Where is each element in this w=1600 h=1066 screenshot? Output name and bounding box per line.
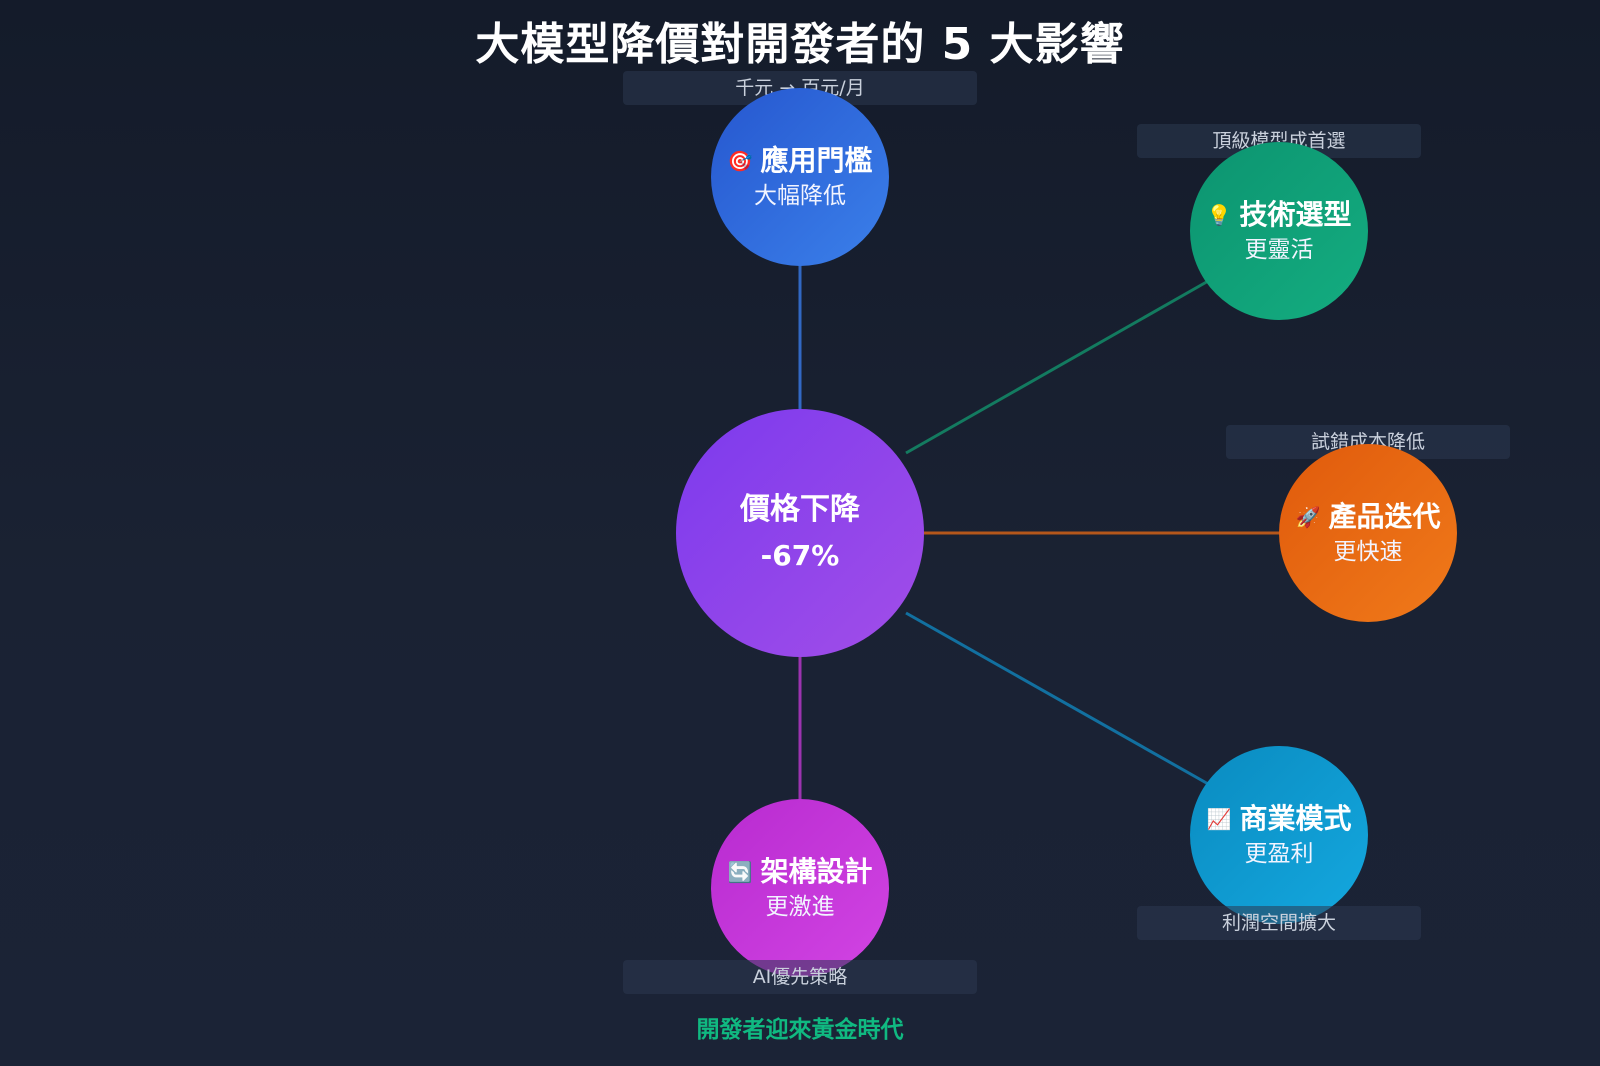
node-iteration-sub: 更快速 bbox=[1333, 539, 1403, 565]
tag-architecture: AI優先策略 bbox=[623, 960, 977, 994]
node-selection-sub: 更靈活 bbox=[1244, 237, 1314, 263]
rocket-icon: 🚀 bbox=[1295, 505, 1321, 529]
lightbulb-icon: 💡 bbox=[1206, 203, 1232, 227]
center-value: -67% bbox=[760, 539, 840, 572]
node-business: 📈 商業模式 更盈利 bbox=[1190, 746, 1368, 924]
node-architecture: 🔄 架構設計 更激進 bbox=[711, 799, 889, 977]
footer-tagline: 開發者迎來黃金時代 bbox=[696, 1017, 904, 1043]
center-node: 價格下降 -67% bbox=[676, 409, 924, 657]
node-selection: 💡 技術選型 更靈活 bbox=[1190, 142, 1368, 320]
node-iteration: 🚀 產品迭代 更快速 bbox=[1279, 444, 1457, 622]
node-architecture-sub: 更激進 bbox=[765, 894, 835, 920]
page-title: 大模型降價對開發者的 5 大影響 bbox=[475, 19, 1125, 70]
tag-business: 利潤空間擴大 bbox=[1137, 906, 1421, 940]
chart-up-icon: 📈 bbox=[1206, 807, 1232, 831]
node-threshold: 🎯 應用門檻 大幅降低 bbox=[711, 88, 889, 266]
node-selection-label: 技術選型 bbox=[1239, 198, 1352, 231]
connector-selection bbox=[905, 278, 1211, 455]
refresh-icon: 🔄 bbox=[727, 860, 753, 884]
node-architecture-label: 架構設計 bbox=[760, 855, 873, 888]
target-icon: 🎯 bbox=[727, 149, 753, 173]
node-iteration-label: 產品迭代 bbox=[1328, 500, 1441, 533]
center-label: 價格下降 bbox=[740, 492, 860, 527]
node-business-label: 商業模式 bbox=[1239, 802, 1352, 835]
connector-business bbox=[905, 611, 1211, 787]
node-business-sub: 更盈利 bbox=[1244, 841, 1314, 867]
node-threshold-label: 應用門檻 bbox=[760, 144, 873, 177]
node-threshold-sub: 大幅降低 bbox=[754, 183, 846, 209]
